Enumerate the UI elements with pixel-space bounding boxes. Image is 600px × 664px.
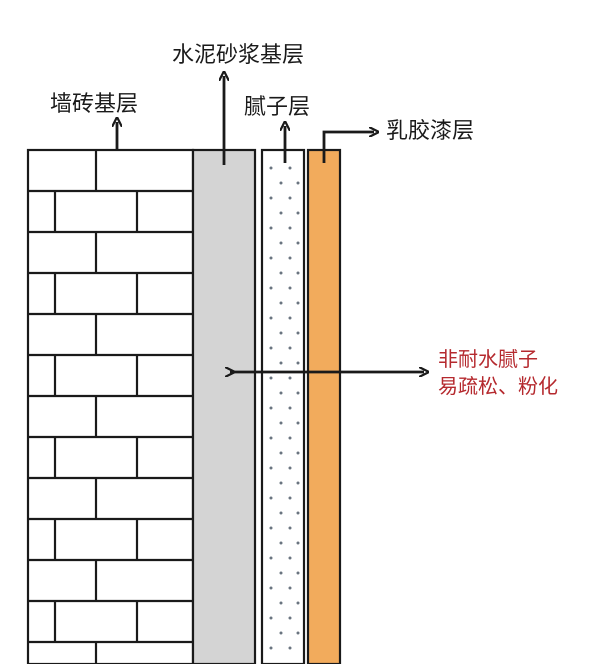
brick-label: 墙砖基层 xyxy=(50,92,139,117)
warning-note-line-2: 易疏松、粉化 xyxy=(438,374,558,398)
latex-arrow xyxy=(322,132,374,163)
latex-label: 乳胶漆层 xyxy=(386,119,475,144)
warning-note-line-1: 非耐水腻子 xyxy=(438,347,538,371)
putty-label: 腻子层 xyxy=(244,95,311,120)
brick-layer xyxy=(26,148,195,664)
mortar-layer xyxy=(191,148,257,664)
mortar-label: 水泥砂浆基层 xyxy=(172,43,305,68)
putty-layer xyxy=(260,148,306,664)
warning-note: 非耐水腻子 易疏松、粉化 xyxy=(438,346,558,400)
latex-layer xyxy=(306,148,342,664)
